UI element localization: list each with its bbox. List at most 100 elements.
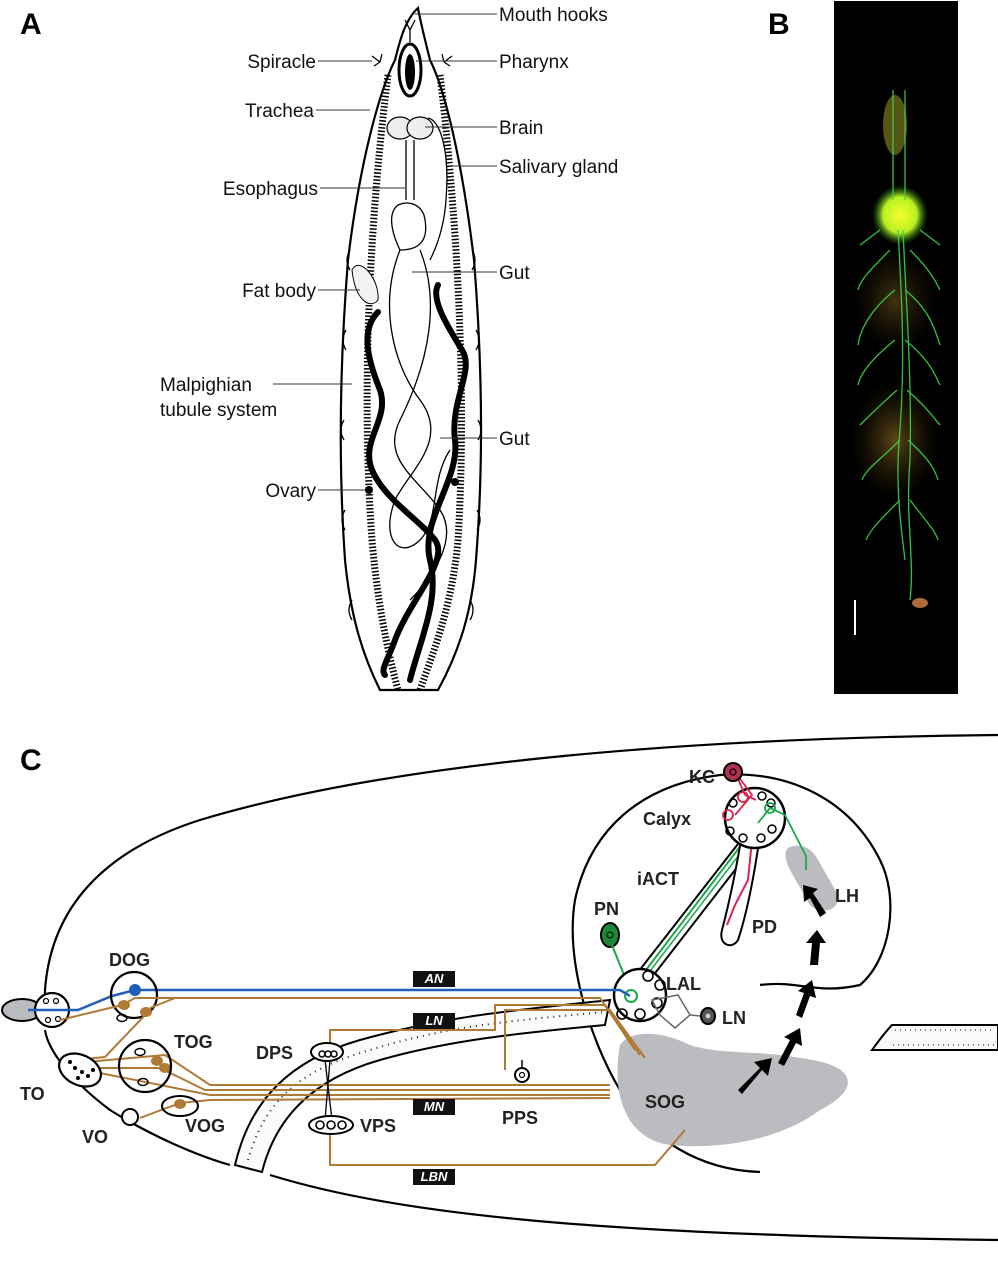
olfactory-neuron-axon xyxy=(28,988,631,1012)
panel-c-letter: C xyxy=(20,744,42,777)
arrow-4 xyxy=(806,930,826,965)
ventral-nerve-cord xyxy=(870,1024,998,1051)
nerve-label-ln: LN xyxy=(413,1013,455,1029)
brain-signal xyxy=(872,185,928,245)
ventral-organ xyxy=(121,1108,139,1126)
nerve-label-lbn: LBN xyxy=(413,1169,455,1185)
svg-text:LBN: LBN xyxy=(421,1169,448,1184)
peripheral-nerves xyxy=(857,90,941,601)
trachea-left xyxy=(363,74,402,691)
lh-region xyxy=(785,845,839,911)
label-gut-2: Gut xyxy=(499,429,530,450)
kc-cell-body xyxy=(723,762,743,782)
sog-region xyxy=(617,1033,848,1147)
label-pharynx: Pharynx xyxy=(499,52,569,73)
nerve-label-an: AN xyxy=(413,971,455,987)
pn-terminals xyxy=(757,802,807,870)
tog-ganglion xyxy=(117,1038,173,1094)
malpighian-tubule-1 xyxy=(364,309,442,678)
dog-ganglion xyxy=(109,970,159,1020)
label-vps: VPS xyxy=(360,1116,396,1136)
vps-cells xyxy=(315,1120,347,1130)
arrow-3 xyxy=(796,980,816,1018)
head-outline-ventral xyxy=(43,1029,231,1167)
label-calyx: Calyx xyxy=(643,809,691,829)
ln-arborization xyxy=(650,994,691,1029)
label-vog: VOG xyxy=(185,1116,225,1136)
arrow-5 xyxy=(803,885,826,917)
head-outline-dorsal xyxy=(43,733,998,1010)
lal-pn-glomerulus xyxy=(624,989,638,1003)
pn-axon-iact xyxy=(632,822,759,988)
ln-nucleus xyxy=(705,1013,711,1019)
ovary-left xyxy=(365,486,373,494)
label-ln: LN xyxy=(722,1008,746,1028)
nerve-label-mn: MN xyxy=(413,1099,455,1115)
fat-body xyxy=(351,264,379,305)
label-fat-body: Fat body xyxy=(242,281,316,302)
lal xyxy=(612,967,668,1023)
arrow-1 xyxy=(738,1058,772,1094)
posterior-spiracle-signal xyxy=(912,598,928,608)
panel-a-letter: A xyxy=(20,8,42,41)
label-malpighian-1: Malpighian xyxy=(160,375,252,396)
label-to: TO xyxy=(20,1084,45,1104)
label-pps: PPS xyxy=(502,1108,538,1128)
label-gut-1: Gut xyxy=(499,263,530,284)
kc-nucleus xyxy=(729,768,737,776)
trachea-right xyxy=(416,74,466,692)
pps-organ xyxy=(514,1067,530,1083)
label-sog: SOG xyxy=(645,1092,685,1112)
label-dog: DOG xyxy=(109,950,150,970)
pn-nucleus xyxy=(606,931,614,939)
pn-cell-body xyxy=(600,922,620,948)
arrow-2 xyxy=(778,1028,802,1066)
pharynx-signal xyxy=(883,95,907,155)
dps-vps-connection xyxy=(324,1059,333,1121)
vog-ganglion xyxy=(161,1095,199,1117)
label-esophagus: Esophagus xyxy=(223,179,318,200)
label-iact: iACT xyxy=(637,869,679,889)
gustatory-somas xyxy=(118,1000,186,1109)
label-ovary: Ovary xyxy=(265,481,316,502)
mouth-hooks xyxy=(404,19,416,42)
label-malpighian-2: tubule system xyxy=(160,400,277,421)
body-outline xyxy=(339,5,483,692)
svg-text:MN: MN xyxy=(424,1099,445,1114)
label-trachea: Trachea xyxy=(245,101,314,122)
label-lh: LH xyxy=(835,886,859,906)
label-pd: PD xyxy=(752,917,777,937)
spiracles xyxy=(371,53,453,67)
label-spiracle: Spiracle xyxy=(247,52,316,73)
gut-loop-2 xyxy=(393,249,448,601)
olfactory-neuron-soma xyxy=(129,984,141,996)
label-tog: TOG xyxy=(174,1032,213,1052)
label-salivary-gland: Salivary gland xyxy=(499,157,618,178)
segment-lines-left xyxy=(340,249,353,621)
gut-autofluorescence-lower xyxy=(850,380,940,500)
panel-a: A xyxy=(20,5,618,692)
salivary-gland xyxy=(427,117,448,261)
svg-text:LN: LN xyxy=(425,1013,443,1028)
label-lal: LAL xyxy=(666,974,701,994)
svg-text:AN: AN xyxy=(424,971,444,986)
segment-lines-right xyxy=(469,249,482,621)
label-mouth-hooks: Mouth hooks xyxy=(499,5,608,26)
tog-nucleus-1 xyxy=(134,1047,146,1057)
ln-neurite xyxy=(689,1014,701,1017)
malpighian-tubule-2 xyxy=(407,282,469,683)
label-vo: VO xyxy=(82,1127,108,1147)
label-pn: PN xyxy=(594,899,619,919)
tog-nucleus-2 xyxy=(137,1077,149,1087)
dps-organ xyxy=(310,1042,344,1062)
pharynx-core xyxy=(405,54,415,90)
label-brain: Brain xyxy=(499,118,543,139)
terminal-organ-sensilla xyxy=(68,1060,95,1080)
dps-cells xyxy=(318,1050,338,1058)
panel-c: C SOG LH iACT xyxy=(1,733,998,1242)
body-outline-ventral xyxy=(269,1173,998,1242)
brain-lobe-right xyxy=(406,116,434,140)
label-dps: DPS xyxy=(256,1043,293,1063)
terminal-organ xyxy=(57,1052,103,1088)
